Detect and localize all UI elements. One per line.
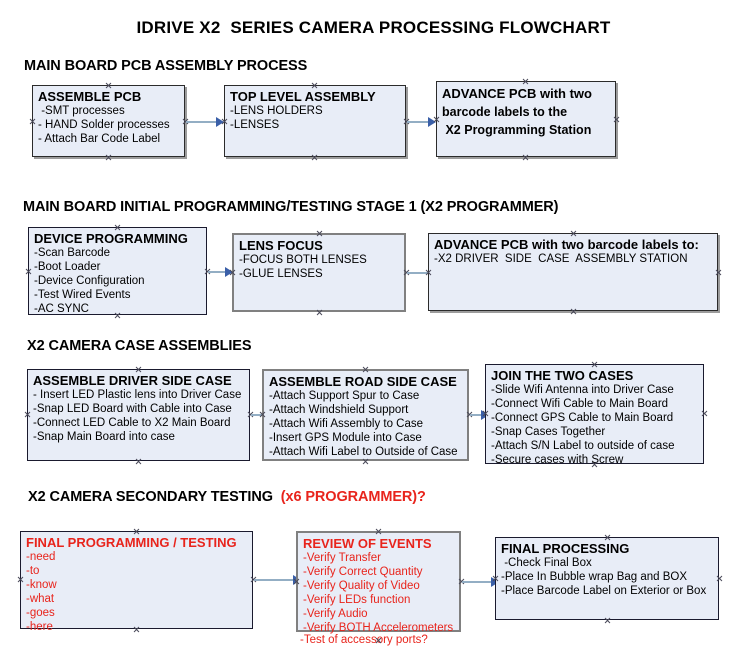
box-title: ADVANCE PCB with two barcode labels to:	[434, 237, 699, 252]
box-line: -Test Wired Events	[34, 289, 131, 301]
section-title-text: X2 CAMERA SECONDARY TESTING	[28, 489, 281, 505]
connector-line	[407, 272, 431, 274]
box-title: ADVANCE PCB with two	[442, 86, 592, 101]
box-line: -Slide Wifi Antenna into Driver Case	[491, 384, 674, 396]
box-final-processing[interactable]: FINAL PROCESSING -Check Final Box -Place…	[495, 537, 719, 620]
box-join-the-two-cases[interactable]: JOIN THE TWO CASES -Slide Wifi Antenna i…	[485, 364, 704, 466]
box-line: X2 Programming Station	[442, 123, 592, 137]
connector-line	[254, 579, 296, 581]
box-overflow-line: -Test of accessory ports?	[300, 634, 428, 646]
box-title: DEVICE PROGRAMMING	[34, 231, 188, 246]
box-line: -Scan Barcode	[34, 247, 111, 259]
box-line: -Connect LED Cable to X2 Main Board	[33, 417, 231, 429]
box-title: TOP LEVEL ASSEMBLY	[230, 89, 376, 104]
box-advance-pcb-programming-station[interactable]: ADVANCE PCB with two barcode labels to t…	[436, 81, 616, 157]
box-line: -Snap Main Board into case	[33, 431, 175, 443]
box-line: -GLUE LENSES	[239, 268, 323, 280]
box-title: ASSEMBLE DRIVER SIDE CASE	[33, 373, 232, 388]
box-assemble-driver-side-case[interactable]: ASSEMBLE DRIVER SIDE CASE - Insert LED P…	[27, 369, 250, 461]
box-lens-focus[interactable]: LENS FOCUS -FOCUS BOTH LENSES -GLUE LENS…	[232, 233, 406, 312]
box-line: -Verify LEDs function	[303, 594, 411, 606]
box-line: -X2 DRIVER SIDE CASE ASSEMBLY STATION	[434, 253, 688, 265]
connector-line	[208, 271, 228, 273]
box-line: -Verify Correct Quantity	[303, 566, 423, 578]
box-line: -Connect GPS Cable to Main Board	[491, 412, 674, 424]
box-line: -Attach Wifi Label to Outside of Case	[269, 446, 458, 458]
box-line: -Verify BOTH Accelerometers	[303, 622, 454, 634]
box-top-level-assembly[interactable]: TOP LEVEL ASSEMBLY -LENS HOLDERS -LENSES	[224, 85, 406, 157]
box-line: -Snap Cases Together	[491, 426, 606, 438]
box-line: -Insert GPS Module into Case	[269, 432, 422, 444]
box-line: -to	[26, 565, 40, 577]
box-title: FINAL PROCESSING	[501, 541, 630, 556]
box-line: -LENS HOLDERS	[230, 105, 323, 117]
box-line: -goes	[26, 607, 55, 619]
box-line: -Verify Quality of Video	[303, 580, 420, 592]
box-line: - Attach Bar Code Label	[38, 133, 161, 145]
box-title: FINAL PROGRAMMING / TESTING	[26, 535, 237, 550]
arrow-head-icon	[225, 267, 233, 277]
connector-line	[251, 414, 265, 416]
box-title: LENS FOCUS	[239, 238, 323, 253]
box-device-programming[interactable]: DEVICE PROGRAMMING -Scan Barcode -Boot L…	[28, 227, 207, 315]
box-advance-pcb-driver-side[interactable]: ADVANCE PCB with two barcode labels to: …	[428, 233, 718, 311]
box-assemble-road-side-case[interactable]: ASSEMBLE ROAD SIDE CASE -Attach Support …	[262, 369, 469, 461]
box-line: -Secure cases with Screw	[491, 454, 624, 466]
box-line: -Attach Wifi Assembly to Case	[269, 418, 424, 430]
box-line: -Device Configuration	[34, 275, 145, 287]
box-assemble-pcb[interactable]: ASSEMBLE PCB -SMT processes - HAND Solde…	[32, 85, 185, 157]
box-line: -AC SYNC	[34, 303, 89, 315]
box-final-programming-testing[interactable]: FINAL PROGRAMMING / TESTING -need -to -k…	[20, 531, 253, 633]
box-line: -Place In Bubble wrap Bag and BOX	[501, 571, 688, 583]
section-title-accent: (x6 PROGRAMMER)?	[280, 489, 426, 505]
box-title: ASSEMBLE PCB	[38, 89, 142, 104]
section-title-x2-camera-secondary-testing: X2 CAMERA SECONDARY TESTING (x6 PROGRAMM…	[28, 489, 426, 505]
box-line: -Place Barcode Label on Exterior or Box	[501, 585, 707, 597]
arrow-head-icon	[428, 117, 436, 127]
connector-line	[407, 121, 431, 123]
box-line: -Attach Windshield Support	[269, 404, 409, 416]
box-title: JOIN THE TWO CASES	[491, 368, 634, 383]
arrow-head-icon	[216, 117, 224, 127]
connector-line	[186, 121, 219, 123]
section-title-main-board-pcb-assembly-process: MAIN BOARD PCB ASSEMBLY PROCESS	[24, 58, 308, 74]
box-line: -Verify Audio	[303, 608, 368, 620]
box-line: -what	[26, 593, 55, 605]
box-line: -SMT processes	[38, 105, 125, 117]
box-line: -FOCUS BOTH LENSES	[239, 254, 367, 266]
box-review-of-events[interactable]: REVIEW OF EVENTS -Verify Transfer -Verif…	[296, 531, 461, 634]
section-title-x2-camera-case-assemblies: X2 CAMERA CASE ASSEMBLIES	[27, 338, 252, 354]
box-title: ASSEMBLE ROAD SIDE CASE	[269, 374, 457, 389]
box-line: -Boot Loader	[34, 261, 101, 273]
box-line: -here	[26, 621, 53, 633]
box-line: -need	[26, 551, 56, 563]
box-line: -Verify Transfer	[303, 552, 381, 564]
page-title: IDRIVE X2 SERIES CAMERA PROCESSING FLOWC…	[136, 18, 611, 37]
connector-line	[462, 581, 494, 583]
box-title: REVIEW OF EVENTS	[303, 536, 432, 551]
box-line: -Attach Support Spur to Case	[269, 390, 420, 402]
box-line: -LENSES	[230, 119, 280, 131]
box-line: -Snap LED Board with Cable into Case	[33, 403, 232, 415]
box-line: -Check Final Box	[501, 557, 592, 569]
box-line: -Attach S/N Label to outside of case	[491, 440, 675, 452]
box-line: - Insert LED Plastic lens into Driver Ca…	[33, 389, 242, 401]
box-line: - HAND Solder processes	[38, 119, 170, 131]
box-line: -Connect Wifi Cable to Main Board	[491, 398, 669, 410]
box-line: barcode labels to the	[442, 105, 568, 119]
box-line: -know	[26, 579, 57, 591]
connector-line	[470, 414, 483, 416]
section-title-main-board-initial-programming: MAIN BOARD INITIAL PROGRAMMING/TESTING S…	[23, 199, 559, 215]
